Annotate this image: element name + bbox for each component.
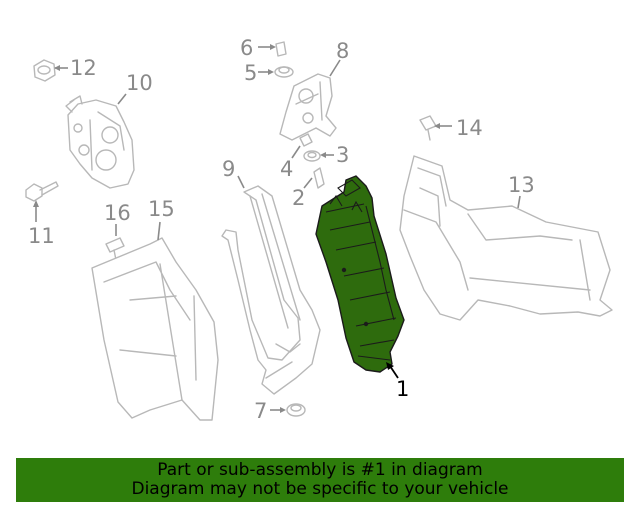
callout-3: 3 — [336, 143, 349, 167]
callout-16: 16 — [104, 201, 131, 225]
callout-7: 7 — [254, 399, 267, 423]
part-8-bracket — [279, 59, 341, 141]
callout-2: 2 — [292, 186, 305, 210]
part-12-nut — [33, 59, 68, 82]
callout-11: 11 — [28, 224, 55, 248]
part-10-bracket — [65, 93, 135, 189]
callout-10: 10 — [126, 71, 153, 95]
banner-line-2: Diagram may not be specific to your vehi… — [131, 479, 509, 499]
part-15-air-guide — [91, 221, 219, 421]
callout-1: 1 — [396, 377, 409, 401]
callout-9: 9 — [222, 157, 235, 181]
part-1-cooler — [315, 175, 405, 379]
info-banner: Part or sub-assembly is #1 in diagram Di… — [16, 458, 624, 502]
callout-13: 13 — [508, 173, 535, 197]
part-4-clip — [291, 133, 313, 159]
callout-6: 6 — [240, 36, 253, 60]
part-7-grommet — [270, 403, 306, 417]
part-6-clip — [258, 41, 287, 57]
part-14-pushpin — [419, 115, 452, 141]
part-9-support — [221, 175, 321, 395]
part-13-duct — [399, 155, 613, 321]
callout-12: 12 — [70, 56, 97, 80]
callout-15: 15 — [148, 197, 175, 221]
part-2-bolt — [303, 167, 325, 189]
callout-5: 5 — [244, 61, 257, 85]
callout-14: 14 — [456, 116, 483, 140]
part-16-pushpin — [105, 224, 125, 261]
part-3-grommet — [303, 150, 334, 162]
banner-line-1: Part or sub-assembly is #1 in diagram — [157, 460, 483, 480]
callout-8: 8 — [336, 39, 349, 63]
callout-4: 4 — [280, 157, 293, 181]
part-5-grommet — [258, 66, 294, 78]
part-11-bolt — [25, 181, 59, 222]
